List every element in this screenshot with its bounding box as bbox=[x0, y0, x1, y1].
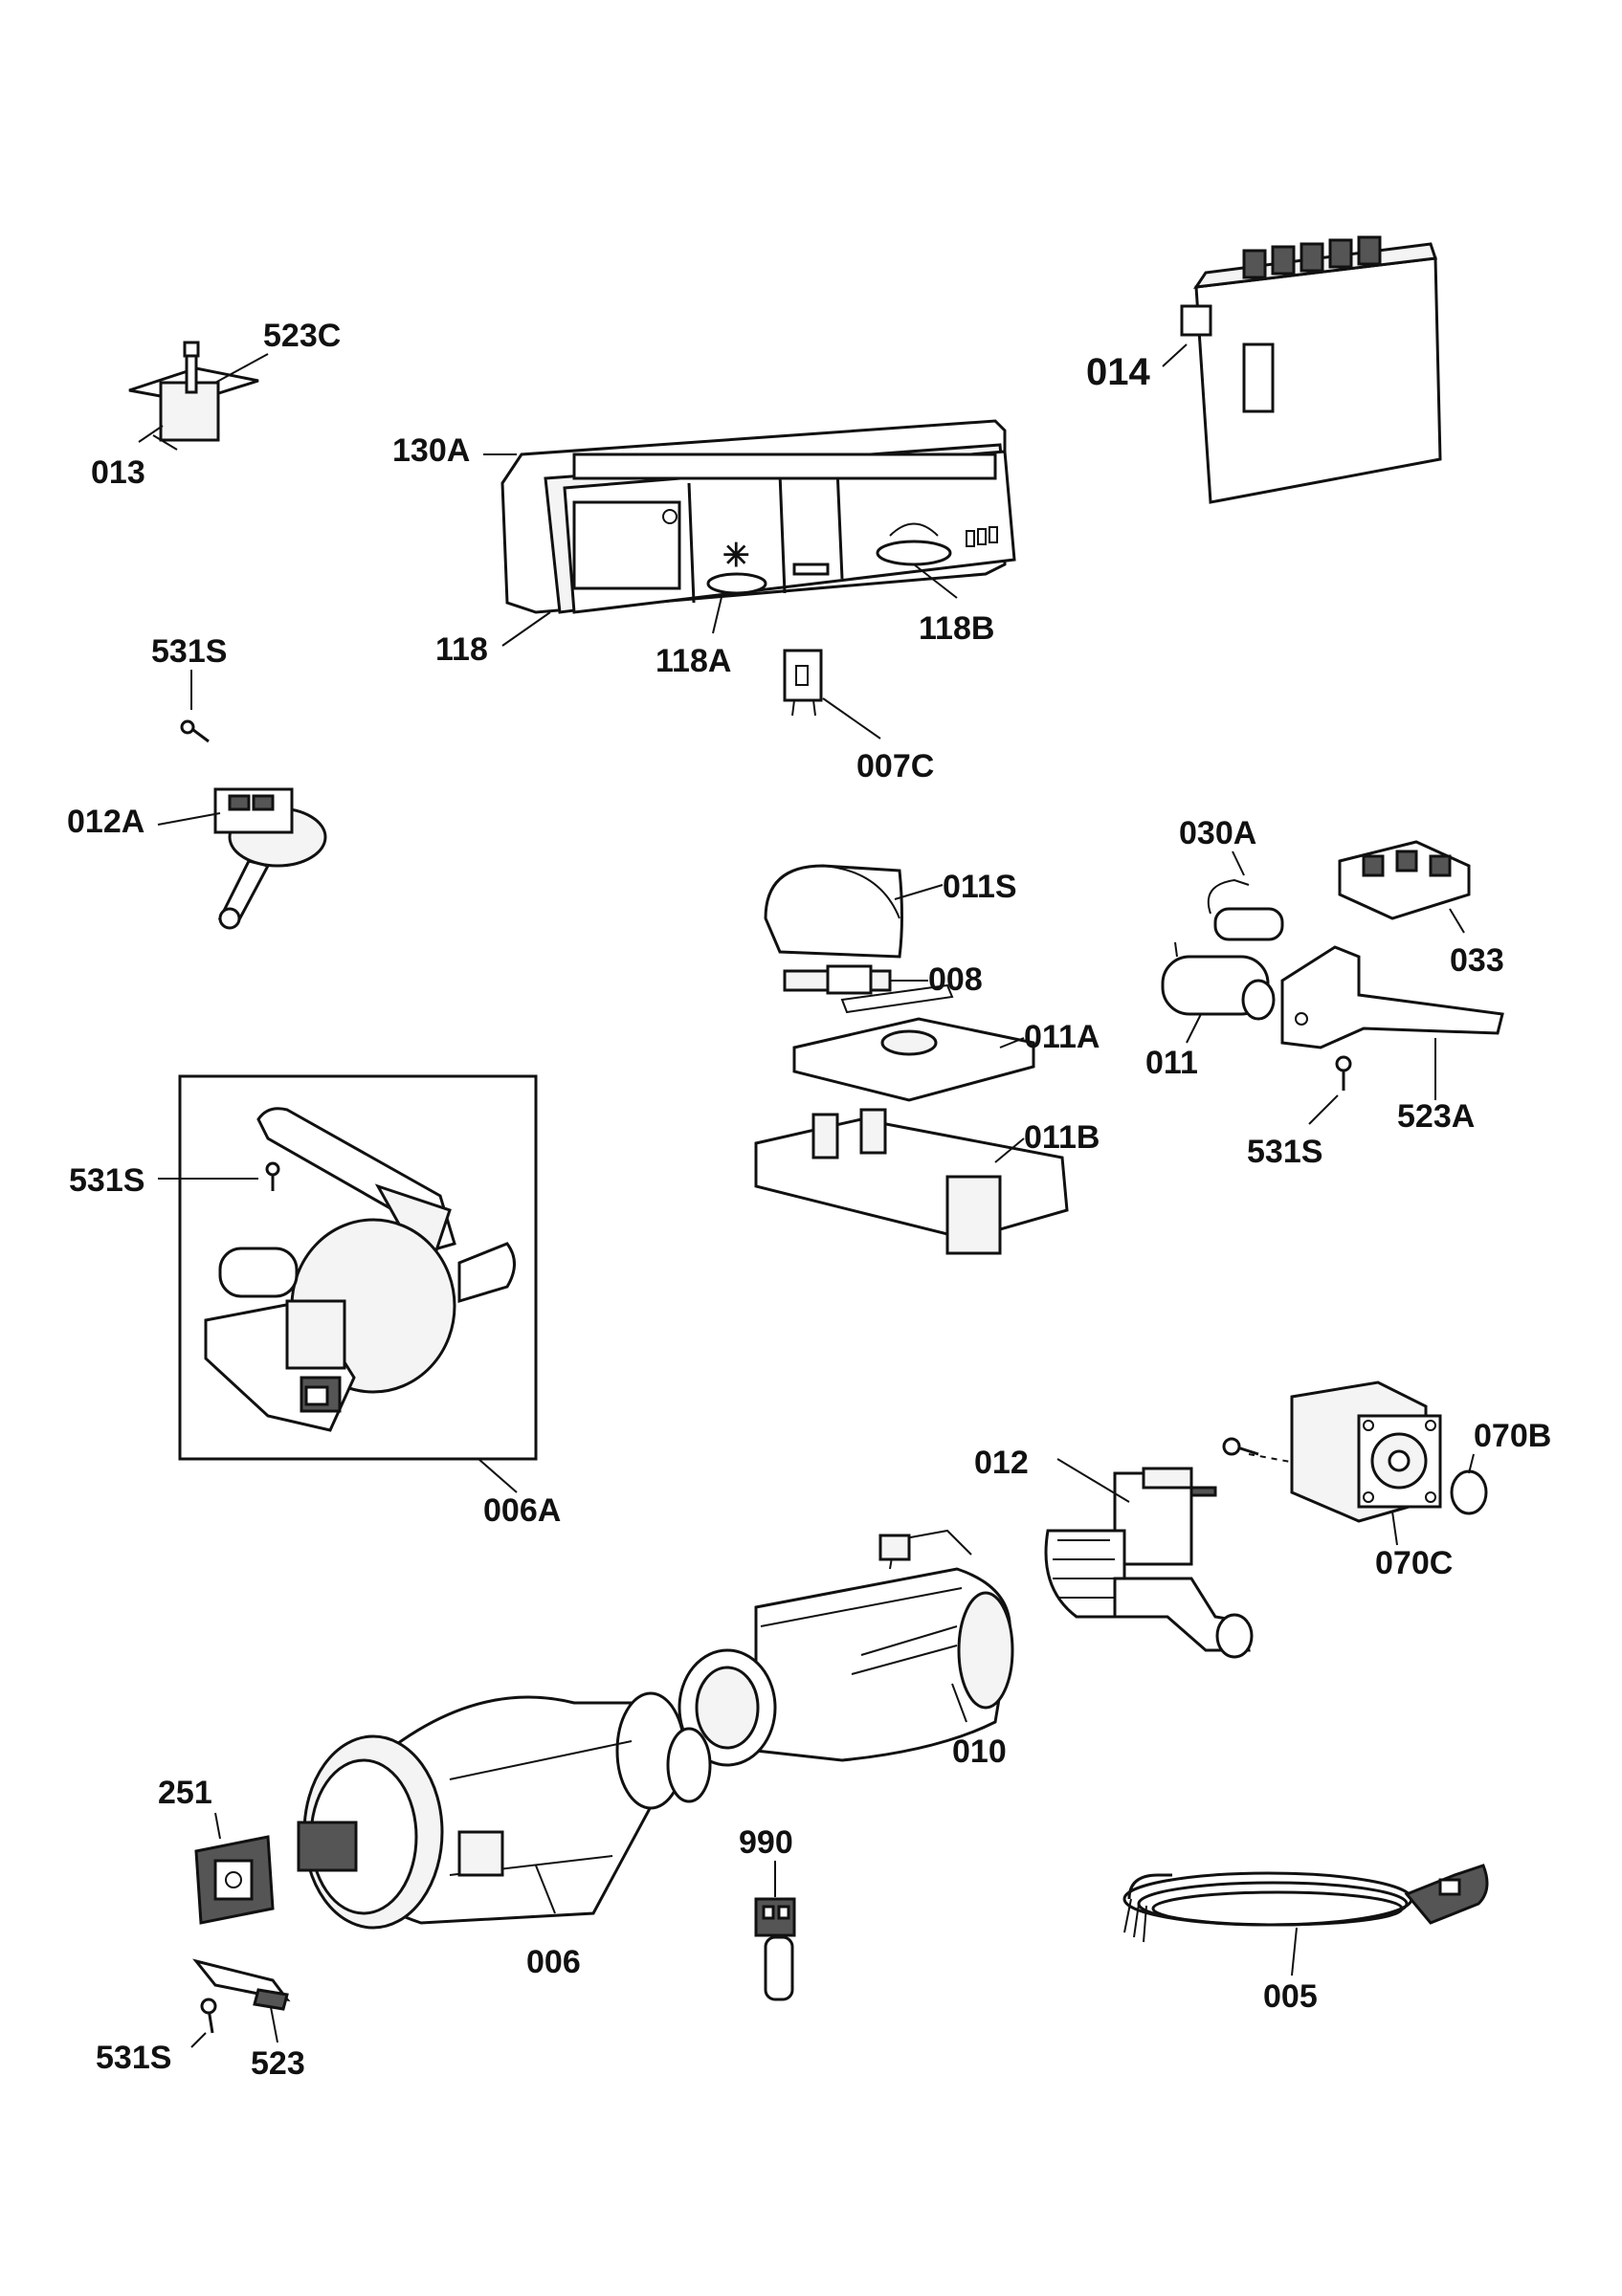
label-523: 523 bbox=[251, 2045, 305, 2082]
label-011B: 011B bbox=[1024, 1119, 1100, 1156]
label-011A: 011A bbox=[1024, 1019, 1100, 1055]
part-005-power-cord bbox=[1122, 1864, 1489, 1943]
part-523A-bracket bbox=[1280, 945, 1504, 1049]
part-labels: 523C 013 130A 118 118A 118B 014 531S 012… bbox=[67, 318, 1551, 2082]
label-531S-b: 531S bbox=[1247, 1134, 1322, 1170]
label-531S-a: 531S bbox=[151, 633, 227, 670]
label-070C: 070C bbox=[1375, 1545, 1453, 1581]
label-070B: 070B bbox=[1474, 1418, 1551, 1454]
part-011-capacitors bbox=[1161, 878, 1284, 1021]
label-531S-c: 531S bbox=[69, 1162, 144, 1199]
label-033: 033 bbox=[1450, 942, 1504, 979]
part-011-switch-stack bbox=[754, 864, 1069, 1255]
label-012A: 012A bbox=[67, 804, 144, 840]
label-008: 008 bbox=[928, 961, 983, 998]
label-531S-d: 531S bbox=[96, 2040, 171, 2076]
label-006A: 006A bbox=[483, 1492, 561, 1529]
part-531S-screw-b bbox=[1335, 1055, 1352, 1091]
part-033-connector-block bbox=[1338, 840, 1471, 920]
label-990: 990 bbox=[739, 1824, 793, 1861]
part-006-motor bbox=[297, 1691, 712, 1930]
label-013: 013 bbox=[91, 454, 145, 491]
part-012-inlet-valve bbox=[1044, 1467, 1254, 1659]
label-118B: 118B bbox=[919, 610, 994, 647]
label-011: 011 bbox=[1145, 1045, 1198, 1081]
part-013-thermostat bbox=[128, 341, 259, 451]
svg-text:✳: ✳ bbox=[722, 538, 750, 574]
leader-lines bbox=[138, 343, 1475, 2048]
part-070-motor bbox=[1222, 1380, 1488, 1523]
part-014-control-module bbox=[1180, 235, 1442, 504]
part-010-heater bbox=[678, 1529, 1014, 1767]
part-007C-connector bbox=[783, 649, 823, 717]
part-531S-screw-a bbox=[180, 719, 210, 743]
label-130A: 130A bbox=[392, 432, 470, 469]
label-007C: 007C bbox=[856, 748, 934, 784]
part-523-bracket bbox=[192, 1958, 291, 2034]
label-030A: 030A bbox=[1179, 815, 1256, 851]
label-012: 012 bbox=[974, 1445, 1029, 1481]
label-118A: 118A bbox=[655, 643, 731, 679]
label-010: 010 bbox=[952, 1733, 1007, 1770]
part-118-dispenser: ✳ bbox=[500, 419, 1016, 614]
part-251-block bbox=[194, 1835, 275, 1925]
label-011S: 011S bbox=[943, 869, 1017, 905]
label-523C: 523C bbox=[263, 318, 341, 354]
label-006: 006 bbox=[526, 1944, 581, 1980]
label-251: 251 bbox=[158, 1775, 212, 1811]
label-014: 014 bbox=[1086, 351, 1150, 393]
label-523A: 523A bbox=[1397, 1098, 1475, 1135]
part-012A-pressure-switch bbox=[213, 787, 327, 930]
label-005: 005 bbox=[1263, 1978, 1318, 2015]
part-006A-pump-box bbox=[178, 1074, 538, 1461]
label-118: 118 bbox=[435, 631, 488, 668]
part-990-plug bbox=[754, 1897, 796, 2001]
